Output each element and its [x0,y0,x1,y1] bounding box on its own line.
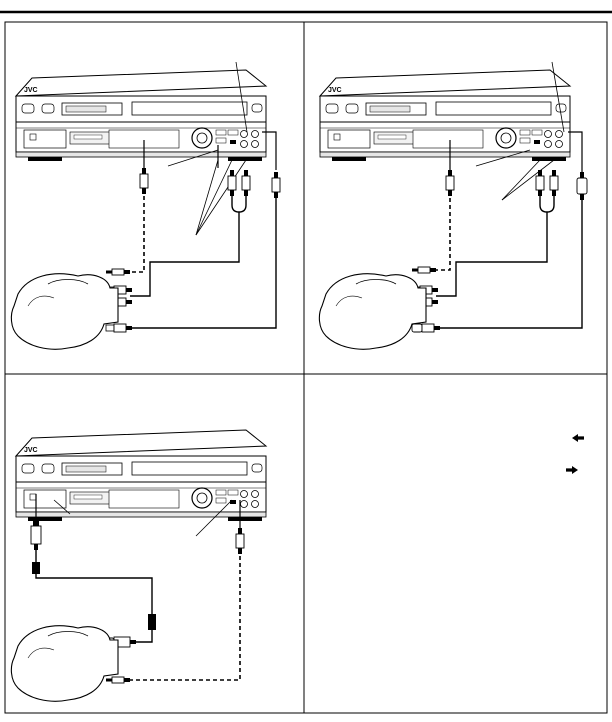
jvc-logo: JVC [328,87,342,94]
panel-bottom-left-diagram: JVC [10,429,267,702]
jvc-logo: JVC [24,447,38,454]
panel-bottom-right-content [566,434,584,474]
ferrite-core-2 [148,614,156,630]
camcorder-1 [10,273,119,350]
vcr-deck-3: JVC [15,429,267,522]
arrow-right-icon [566,466,578,474]
panel-top-right-diagram: JVC [318,61,588,350]
vcr-deck-1: JVC [15,69,267,162]
camcorder-3 [10,625,119,702]
panel-top-left-diagram: JVC [10,61,281,350]
jvc-logo: JVC [24,87,38,94]
vcr-deck-2: JVC [319,69,571,162]
arrow-left-icon [572,434,584,442]
ferrite-core-1 [32,562,40,574]
panel-bottom-right-frame [303,373,608,714]
camcorder-2 [318,273,427,350]
